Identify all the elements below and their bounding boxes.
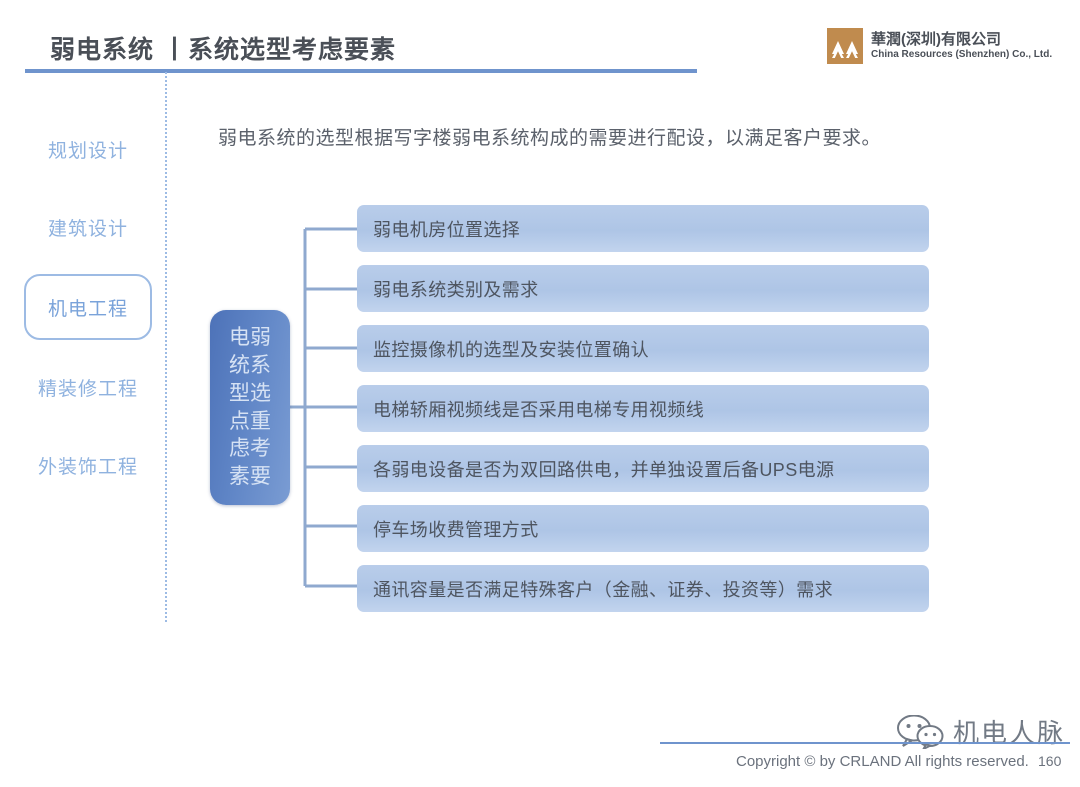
hub-column-right: 弱 系 选 重 考 要 [250,324,271,490]
diagram-item-6[interactable]: 停车场收费管理方式 [357,505,929,552]
watermark-text: 机电人脉 [953,718,1066,748]
hub-char-r0: 弱 [250,326,271,350]
cr-mountain-logo-icon [827,28,863,64]
logo-company-en: China Resources (Shenzhen) Co., Ltd. [871,48,1053,60]
sidebar-item-planning[interactable]: 规划设计 [47,140,128,162]
diagram-container: 弱 系 选 重 考 要 电 统 型 点 虑 素 弱电机房位置选择 弱电系统类别及… [205,205,935,625]
diagram-item-2[interactable]: 弱电系统类别及需求 [357,265,929,312]
hub-char-l3: 点 [229,409,250,433]
sidebar-item-facade[interactable]: 外装饰工程 [37,456,138,478]
diagram-item-7[interactable]: 通讯容量是否满足特殊客户（金融、证券、投资等）需求 [357,565,929,612]
hub-char-r4: 考 [250,437,271,461]
hub-char-r2: 选 [250,381,271,405]
diagram-item-list: 弱电机房位置选择 弱电系统类别及需求 监控摄像机的选型及安装位置确认 电梯轿厢视… [357,205,929,625]
hub-char-r5: 要 [250,464,271,488]
sidebar-item-architecture[interactable]: 建筑设计 [47,218,128,240]
footer-rule [660,742,1070,744]
intro-paragraph: 弱电系统的选型根据写字楼弱电系统构成的需要进行配设，以满足客户要求。 [218,128,882,149]
sidebar-nav: 规划设计 建筑设计 机电工程 精装修工程 外装饰工程 [18,110,158,504]
hub-char-l2: 型 [229,381,250,405]
hub-char-l5: 素 [229,464,250,488]
sidebar-item-fitout[interactable]: 精装修工程 [37,378,138,400]
diagram-item-1[interactable]: 弱电机房位置选择 [357,205,929,252]
hub-char-r3: 重 [250,409,271,433]
hub-char-l4: 虑 [229,437,250,461]
wechat-icon [897,714,944,749]
title-underline [25,69,697,73]
page-title: 弱电系统 丨系统选型考虑要素 [50,36,396,64]
diagram-hub-node: 弱 系 选 重 考 要 电 统 型 点 虑 素 [210,310,290,505]
hub-char-l1: 统 [229,354,250,378]
logo-text-block: 華潤(深圳)有限公司 China Resources (Shenzhen) Co… [871,31,1053,60]
diagram-item-4[interactable]: 电梯轿厢视频线是否采用电梯专用视频线 [357,385,929,432]
page-number: 160 [1038,753,1062,769]
watermark: 机电人脉 [895,713,1065,750]
hub-char-r1: 系 [250,354,271,378]
footer-copyright: Copyright © by CRLAND All rights reserve… [736,753,1029,770]
diagram-item-5[interactable]: 各弱电设备是否为双回路供电，并单独设置后备UPS电源 [357,445,929,492]
hub-column-left: 电 统 型 点 虑 素 [229,324,250,490]
hub-char-l0: 电 [229,326,250,350]
diagram-item-3[interactable]: 监控摄像机的选型及安装位置确认 [357,325,929,372]
logo-company-cn: 華潤(深圳)有限公司 [871,31,1001,48]
sidebar-item-mep[interactable]: 机电工程 [24,274,152,340]
sidebar-divider [165,72,167,622]
company-logo: 華潤(深圳)有限公司 China Resources (Shenzhen) Co… [827,28,1052,64]
